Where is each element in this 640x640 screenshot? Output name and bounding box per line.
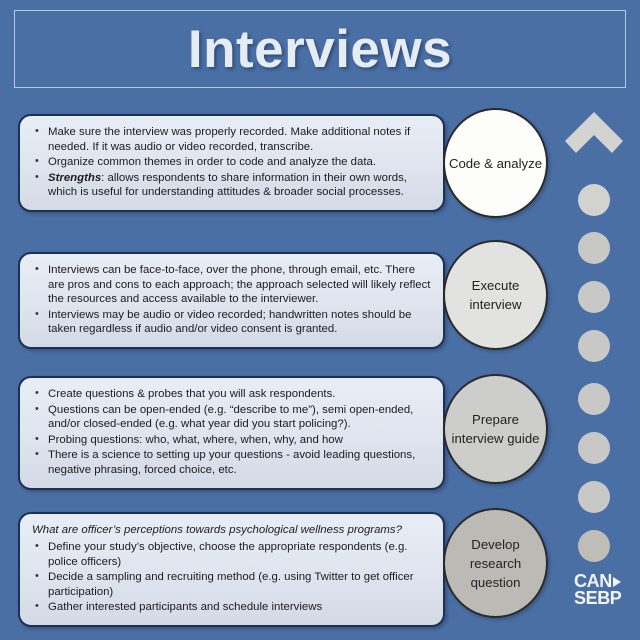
page-title: Interviews — [187, 19, 453, 79]
bullet-text: Create questions & probes that you will … — [48, 388, 336, 400]
stage-circle-develop-research-question[interactable]: Develop research question — [443, 508, 548, 618]
bullet-strong: Strengths — [48, 171, 102, 184]
lead-question: What are officer’s perceptions towards p… — [32, 524, 402, 536]
play-triangle-icon — [612, 576, 621, 587]
stage-circle-execute-interview[interactable]: Execute interview — [443, 240, 548, 350]
chevron-up-icon — [565, 112, 623, 153]
content-box-develop-research-question: What are officer’s perceptions towards p… — [18, 512, 445, 627]
decoration-dot — [578, 281, 610, 313]
decoration-dot — [578, 432, 610, 464]
bullet-text: Questions can be open-ended (e.g. “descr… — [48, 403, 414, 431]
stage-circle-code-analyze[interactable]: Code & analyze — [443, 108, 548, 218]
decoration-dot — [578, 232, 610, 264]
bullet-text: Interviews may be audio or video recorde… — [48, 308, 412, 336]
bullet-text: Probing questions: who, what, where, whe… — [48, 433, 343, 446]
content-box-prepare-interview-guide: Create questions & probes that you will … — [18, 376, 445, 490]
list-item: There is a science to setting up your qu… — [30, 447, 431, 477]
logo-can-sebp: CAN SEBP — [574, 571, 622, 608]
list-item: Organize common themes in order to code … — [30, 154, 431, 170]
logo-line-2: SEBP — [574, 588, 622, 608]
stage-label: Prepare interview guide — [451, 412, 540, 446]
list-item: Interviews may be audio or video recorde… — [30, 307, 431, 337]
list-item: Probing questions: who, what, where, whe… — [30, 432, 431, 448]
list-item: Strengths: allows respondents to share i… — [30, 170, 431, 200]
list-item: Define your study’s objective, choose th… — [30, 539, 431, 569]
stage-label: Develop research question — [469, 536, 522, 590]
bullet-text: There is a science to setting up your qu… — [48, 449, 416, 476]
bullet-list: Define your study’s objective, choose th… — [30, 539, 431, 615]
bullet-text: Define your study’s objective, choose th… — [48, 541, 408, 568]
decoration-dot — [578, 383, 610, 415]
bullet-text: Organize common themes in order to code … — [48, 156, 376, 169]
stage-label: Code & analyze — [448, 155, 543, 171]
bullet-text: Make sure the interview was properly rec… — [48, 126, 411, 153]
bullet-list: Make sure the interview was properly rec… — [30, 124, 431, 200]
content-box-code-analyze: Make sure the interview was properly rec… — [18, 114, 445, 212]
logo-line-1: CAN — [574, 571, 612, 591]
bullet-list: Create questions & probes that you will … — [30, 386, 431, 478]
decoration-dot — [578, 530, 610, 562]
decoration-dot — [578, 184, 610, 216]
title-box: Interviews — [14, 10, 626, 88]
bullet-text: Gather interested participants and sched… — [48, 601, 323, 614]
content-box-execute-interview: Interviews can be face-to-face, over the… — [18, 252, 445, 349]
stage-circle-prepare-interview-guide[interactable]: Prepare interview guide — [443, 374, 548, 484]
stage-label: Execute interview — [469, 278, 522, 312]
list-item: Questions can be open-ended (e.g. “descr… — [30, 402, 431, 432]
list-item: Interviews can be face-to-face, over the… — [30, 262, 431, 307]
list-item: Make sure the interview was properly rec… — [30, 124, 431, 154]
decoration-dot — [578, 481, 610, 513]
list-item: Gather interested participants and sched… — [30, 599, 431, 615]
bullet-list: Interviews can be face-to-face, over the… — [30, 262, 431, 337]
bullet-text: Interviews can be face-to-face, over the… — [48, 264, 431, 306]
bullet-text: Decide a sampling and recruiting method … — [48, 571, 414, 598]
list-item: Create questions & probes that you will … — [30, 386, 431, 402]
bullet-text: : allows respondents to share informatio… — [48, 171, 407, 199]
decoration-dot — [578, 330, 610, 362]
list-item: Decide a sampling and recruiting method … — [30, 569, 431, 599]
logo-line-1-row: CAN — [574, 571, 621, 591]
